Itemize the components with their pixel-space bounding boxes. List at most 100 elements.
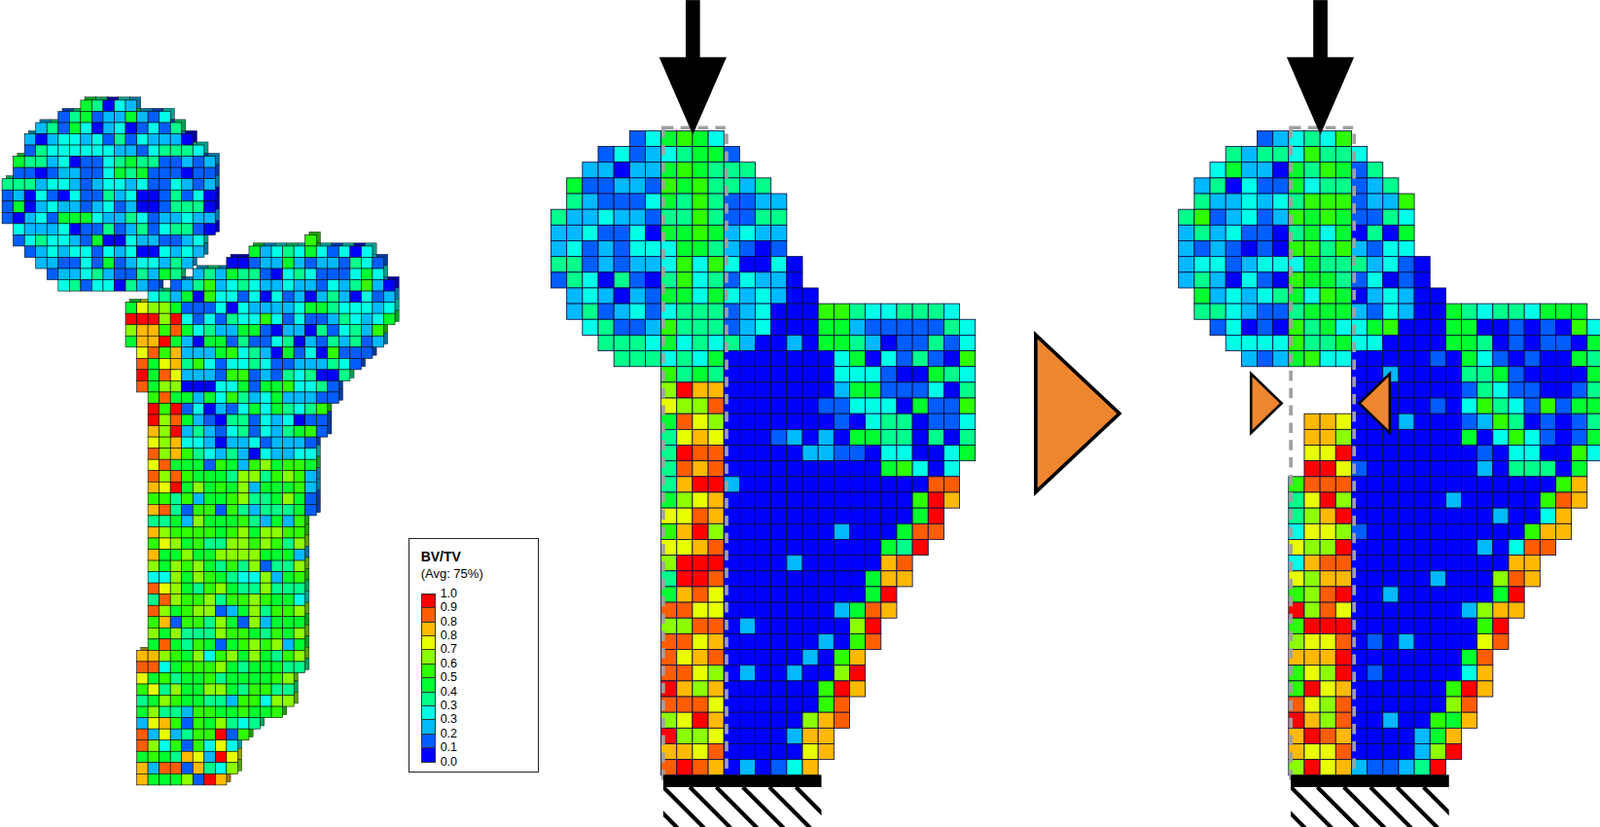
- voxel: [1445, 633, 1461, 649]
- voxel: [1383, 633, 1399, 649]
- voxel: [1539, 476, 1556, 493]
- voxel: [1555, 476, 1571, 493]
- voxel: [802, 711, 818, 728]
- voxel: [1335, 445, 1352, 462]
- voxel: [1383, 319, 1399, 335]
- voxel: [739, 476, 755, 493]
- voxel: [1194, 209, 1210, 225]
- voxel: [1367, 538, 1384, 555]
- voxel: [912, 366, 928, 383]
- voxel: [817, 476, 834, 493]
- voxel: [692, 130, 709, 146]
- voxel: [1241, 272, 1257, 288]
- voxel: [1414, 461, 1430, 477]
- voxel: [1304, 523, 1320, 539]
- voxel: [1524, 555, 1540, 571]
- voxel: [1319, 759, 1336, 776]
- voxel: [771, 759, 787, 776]
- voxel: [943, 382, 960, 398]
- voxel: [912, 461, 928, 477]
- voxel: [1367, 209, 1384, 225]
- voxel: [1461, 586, 1478, 603]
- voxel: [676, 366, 693, 383]
- voxel: [912, 428, 928, 445]
- voxel: [613, 319, 630, 335]
- voxel: [1398, 523, 1415, 539]
- voxel: [1429, 602, 1446, 618]
- voxel: [1555, 351, 1571, 367]
- voxel: [755, 492, 772, 508]
- voxel: [676, 177, 693, 194]
- voxel: [833, 492, 850, 508]
- voxel: [1398, 366, 1415, 383]
- voxel: [755, 617, 772, 634]
- voxel: [1367, 743, 1384, 759]
- voxel: [1335, 555, 1352, 571]
- voxel: [1304, 334, 1320, 351]
- voxel: [692, 570, 709, 587]
- voxel: [1319, 727, 1336, 744]
- voxel: [1445, 413, 1461, 429]
- voxel: [1461, 303, 1478, 320]
- voxel: [676, 303, 693, 320]
- voxel: [1587, 397, 1600, 414]
- voxel: [927, 366, 944, 383]
- voxel: [1493, 461, 1509, 477]
- voxel: [708, 366, 724, 383]
- voxel: [1461, 492, 1478, 508]
- voxel: [1508, 334, 1525, 351]
- voxel: [1539, 351, 1556, 367]
- voxel: [896, 334, 913, 351]
- voxel: [739, 759, 755, 776]
- voxel: [1398, 602, 1415, 618]
- voxel: [1319, 586, 1336, 603]
- voxel: [644, 303, 661, 320]
- voxel: [833, 507, 850, 524]
- voxel: [613, 287, 630, 304]
- voxel: [676, 759, 693, 776]
- voxel: [1524, 428, 1540, 445]
- voxel: [896, 476, 913, 493]
- voxel: [1383, 334, 1399, 351]
- voxel: [1367, 633, 1384, 649]
- voxel: [644, 209, 661, 225]
- voxel: [1383, 209, 1399, 225]
- voxel: [786, 413, 803, 429]
- voxel: [833, 586, 850, 603]
- voxel: [786, 287, 803, 304]
- voxel: [802, 665, 818, 681]
- voxel: [1398, 649, 1415, 666]
- voxel: [943, 397, 960, 414]
- voxel: [739, 665, 755, 681]
- voxel: [1508, 461, 1525, 477]
- voxel: [1304, 224, 1320, 241]
- voxel: [1539, 428, 1556, 445]
- voxel: [739, 256, 755, 273]
- voxel: [1539, 382, 1556, 398]
- voxel: [1414, 665, 1430, 681]
- voxel: [1304, 162, 1320, 178]
- voxel: [1209, 177, 1226, 194]
- voxel: [1429, 476, 1446, 493]
- voxel: [1398, 319, 1415, 335]
- voxel: [817, 366, 834, 383]
- voxel: [1225, 334, 1242, 351]
- voxel: [1508, 382, 1525, 398]
- voxel: [865, 523, 882, 539]
- voxel: [1398, 256, 1415, 273]
- voxel: [1319, 492, 1336, 508]
- voxel: [1414, 743, 1430, 759]
- voxel: [1367, 711, 1384, 728]
- voxel: [960, 382, 976, 398]
- voxel: [551, 272, 568, 288]
- voxel: [1257, 256, 1274, 273]
- voxel: [833, 602, 850, 618]
- voxel: [817, 445, 834, 462]
- voxel: [613, 146, 630, 163]
- voxel: [1398, 272, 1415, 288]
- voxel: [1414, 727, 1430, 744]
- voxel: [1414, 680, 1430, 697]
- voxel: [1445, 319, 1461, 335]
- voxel: [1445, 555, 1461, 571]
- voxel: [1367, 727, 1384, 744]
